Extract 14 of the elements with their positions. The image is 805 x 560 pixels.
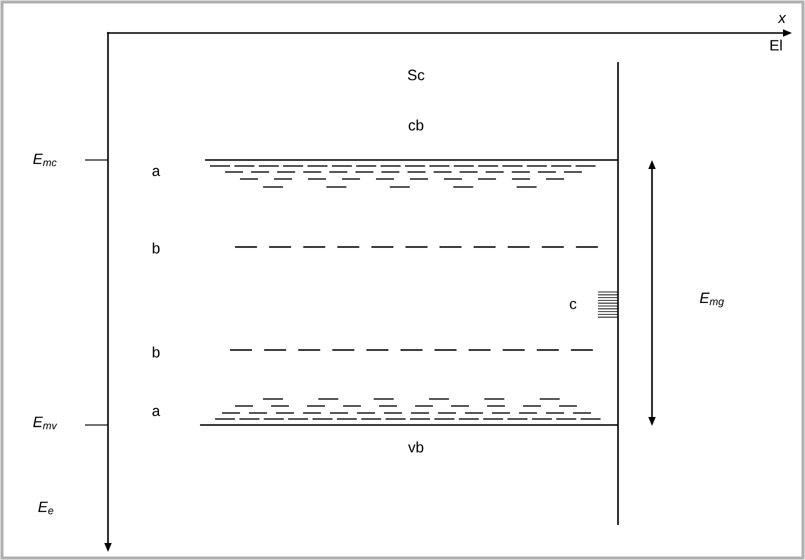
energy-label: E$_{mg}$ bbox=[700, 292, 724, 308]
level-label: a bbox=[152, 168, 160, 176]
axis-label: El bbox=[770, 40, 782, 50]
level-label: a bbox=[152, 408, 160, 416]
band-label: vb bbox=[408, 442, 424, 452]
level-label: b bbox=[152, 242, 160, 254]
region-label: Sc bbox=[408, 70, 424, 80]
level-label: b bbox=[152, 346, 160, 358]
energy-label: E$_{mv}$ bbox=[33, 416, 58, 430]
band-label: cb bbox=[408, 120, 424, 130]
level-label: c bbox=[570, 300, 576, 310]
energy-label: E$_{e}$ bbox=[38, 502, 54, 514]
energy-label: E$_{mc}$ bbox=[33, 154, 57, 166]
axis-label: x bbox=[778, 15, 786, 23]
